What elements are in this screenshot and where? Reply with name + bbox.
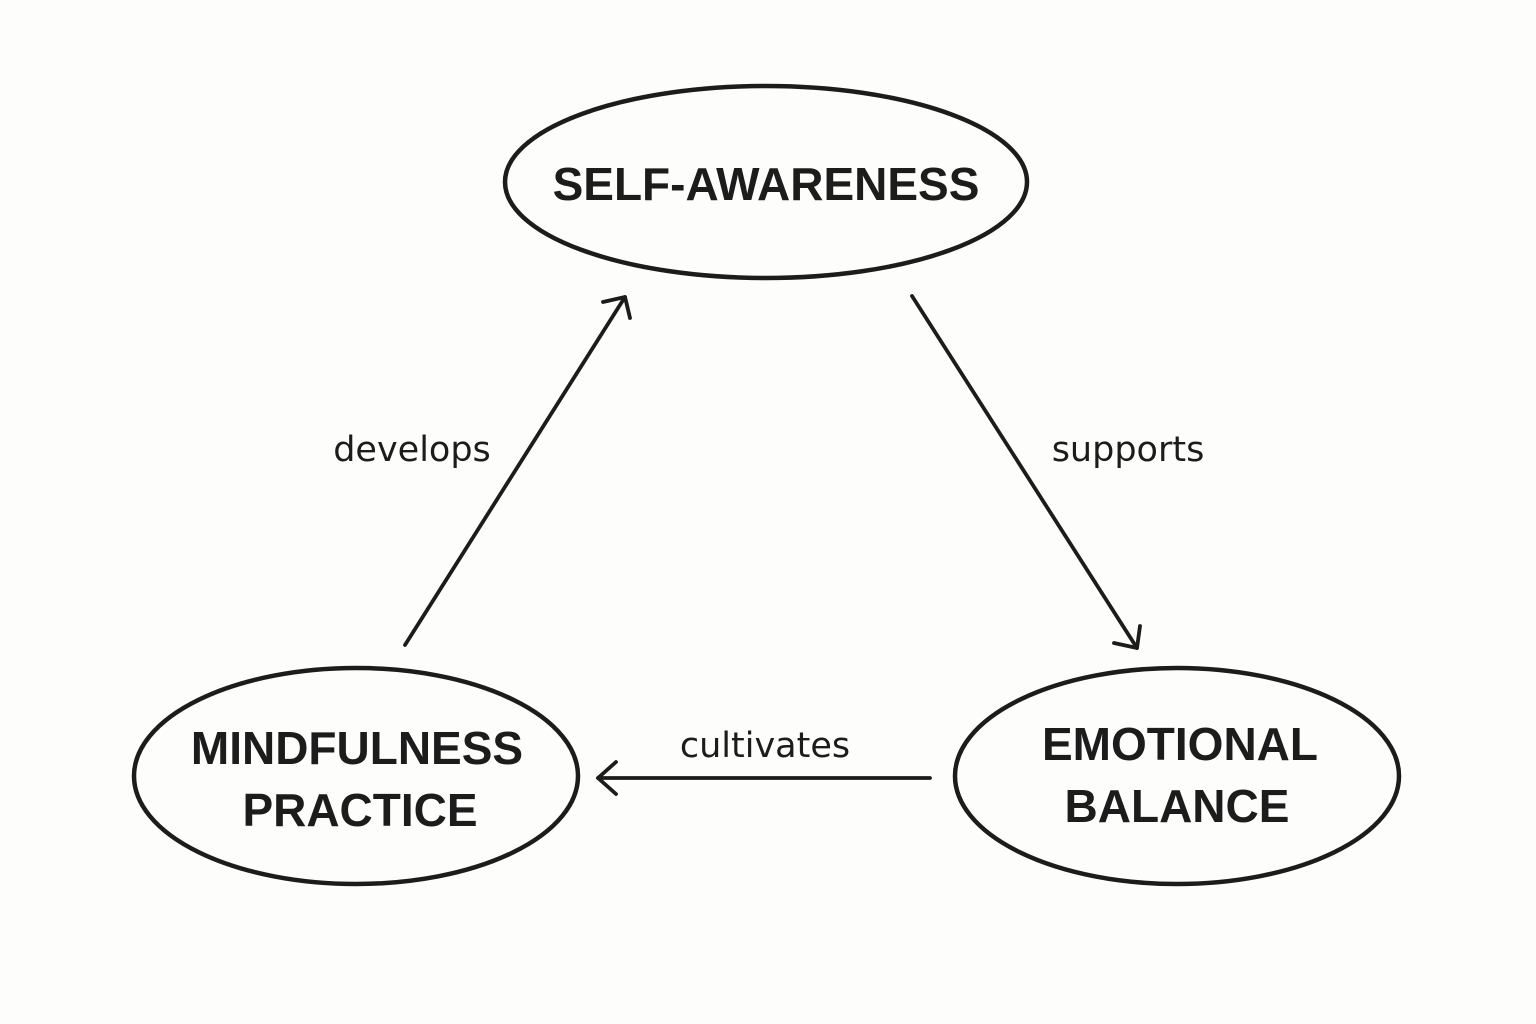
- node-mindfulness-practice-label-line2: PRACTICE: [242, 784, 477, 836]
- edge-cultivates: cultivates: [596, 726, 932, 796]
- edge-supports-line: [910, 294, 1139, 650]
- node-mindfulness-practice: MINDFULNESS PRACTICE: [131, 665, 581, 887]
- edge-develops-line: [403, 295, 627, 647]
- edge-develops-label: develops: [333, 430, 491, 470]
- node-self-awareness: SELF-AWARENESS: [502, 83, 1030, 281]
- node-emotional-balance: EMOTIONAL BALANCE: [952, 665, 1402, 887]
- edge-supports-arrowhead: [1112, 624, 1142, 650]
- edge-supports-label: supports: [1052, 430, 1205, 470]
- node-self-awareness-label: SELF-AWARENESS: [553, 158, 980, 210]
- edge-supports: supports: [910, 294, 1205, 650]
- edge-cultivates-label: cultivates: [680, 726, 850, 766]
- edge-cultivates-arrowhead: [596, 760, 618, 796]
- node-mindfulness-practice-label-line1: MINDFULNESS: [191, 722, 523, 774]
- edge-develops-arrowhead: [601, 295, 632, 320]
- node-emotional-balance-label-line1: EMOTIONAL: [1042, 718, 1318, 770]
- node-emotional-balance-ellipse: [952, 665, 1402, 887]
- edge-develops: develops: [333, 295, 632, 647]
- node-emotional-balance-label-line2: BALANCE: [1065, 780, 1290, 832]
- node-self-awareness-ellipse: [502, 83, 1030, 281]
- node-mindfulness-practice-ellipse: [131, 665, 581, 887]
